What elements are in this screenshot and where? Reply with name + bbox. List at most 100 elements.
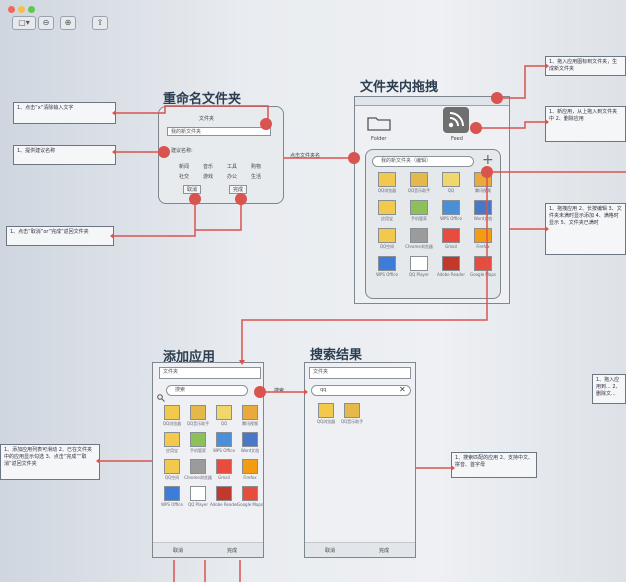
app-label: QQ音乐助手 [407, 188, 431, 193]
search-done-button[interactable]: 完成 [379, 548, 390, 554]
folder-name-input[interactable]: 我的新文件夹 [167, 127, 271, 136]
add-app-tile[interactable]: QQ [213, 405, 235, 427]
folder-app-tile[interactable]: QQ Player [406, 256, 432, 277]
folder-app-tile[interactable]: QQ浏览器 [374, 172, 400, 194]
suggestion-2[interactable]: 音乐 [203, 164, 214, 170]
zoom-window-button[interactable] [28, 6, 35, 13]
add-app-tile[interactable]: QQ浏览器 [161, 405, 183, 427]
suggestion-4[interactable]: 购物 [251, 164, 262, 170]
search-app-tile[interactable]: QQ浏览器 [315, 403, 337, 425]
app-label: QQ音乐助手 [186, 421, 210, 426]
add-app-folder-field[interactable]: 文件夹 [159, 367, 261, 379]
app-label: QQ Player [187, 502, 208, 507]
suggestion-1[interactable]: 新闻 [179, 164, 190, 170]
suggestion-6[interactable]: 游戏 [203, 174, 214, 180]
add-app-cancel-button[interactable]: 取消 [173, 548, 184, 554]
clear-search-icon[interactable]: ✕ [399, 385, 406, 394]
add-app-tile[interactable]: QQ Player [187, 486, 209, 507]
done-button[interactable]: 完成 [229, 185, 247, 194]
add-app-tile[interactable]: Adobe Reader [210, 486, 238, 507]
note-suggest-names: 1、提供建议名称 [13, 145, 116, 165]
folder-app-tile[interactable]: 应用宝 [374, 200, 400, 222]
add-app-tile[interactable]: QQ空间 [161, 459, 183, 481]
app-label: Word文档 [473, 216, 493, 221]
add-app-icon[interactable]: + [482, 152, 494, 168]
app-icon [164, 459, 180, 474]
add-app-tile[interactable]: 腾讯视频 [239, 405, 261, 427]
add-app-tile[interactable]: Word文档 [239, 432, 261, 454]
view-menu-button[interactable]: ▢▾ [12, 16, 36, 30]
search-arrow-label: 搜索 [274, 388, 285, 394]
suggestion-8[interactable]: 生活 [251, 174, 262, 180]
app-label: 腾讯视频 [475, 188, 491, 193]
folder-app-tile[interactable]: Adobe Reader [437, 256, 465, 277]
folder-app-tile[interactable]: QQ [438, 172, 464, 194]
search-footer: 取消 完成 [305, 542, 415, 557]
folder-app-tile[interactable]: Gmail [438, 228, 464, 250]
add-app-tile[interactable]: WPS Office [161, 486, 183, 507]
search-app-tile[interactable]: QQ音乐助手 [341, 403, 363, 425]
app-icon [216, 459, 232, 474]
add-app-tile[interactable]: 应用宝 [161, 432, 183, 454]
note-cancel-done: 1、点击“取消”or“完成”返回文件夹 [6, 226, 114, 246]
folder-label: 文件夹 [199, 116, 215, 122]
folder-app-tile[interactable]: Chrome浏览器 [405, 228, 433, 250]
search-query-input[interactable]: qq [311, 385, 411, 396]
app-icon [378, 200, 396, 215]
search-folder-field[interactable]: 文件夹 [309, 367, 411, 379]
app-icon [190, 432, 206, 447]
cancel-button[interactable]: 取消 [183, 185, 201, 194]
add-app-done-button[interactable]: 完成 [227, 548, 238, 554]
add-app-tile[interactable]: Chrome浏览器 [184, 459, 212, 481]
app-icon [442, 228, 460, 243]
add-app-tile[interactable]: WPS Office [213, 432, 235, 454]
folder-title-field[interactable]: 我的新文件夹（编辑） [372, 156, 474, 167]
note-grid-actions: 1、拖拽应用 2、长按编辑 3、文件夹未满时显示添加 4、满格时显示 5、文件夹… [545, 203, 626, 255]
share-icon[interactable]: ⇪ [92, 16, 108, 30]
rename-hint-label: 点击文件夹名 [290, 153, 321, 159]
app-label: Gmail [445, 244, 457, 249]
app-label: Google Maps [237, 502, 263, 507]
minimize-window-button[interactable] [18, 6, 25, 13]
app-icon [216, 486, 232, 501]
folder-app-tile[interactable]: QQ音乐助手 [406, 172, 432, 194]
app-label: Word文档 [240, 448, 260, 453]
app-icon [410, 228, 428, 243]
app-icon [242, 459, 258, 474]
app-icon [378, 256, 396, 271]
section-title-folder-drag: 文件夹内拖拽 [360, 80, 439, 95]
search-cancel-button[interactable]: 取消 [325, 548, 336, 554]
folder-app-tile[interactable]: WPS Office [374, 256, 400, 277]
app-label: WPS Office [213, 448, 235, 453]
zoom-out-icon[interactable]: ⊖ [38, 16, 54, 30]
suggestion-7[interactable]: 办公 [227, 174, 238, 180]
section-title-rename: 重命名文件夹 [163, 92, 242, 107]
note-new-app: 1、新应用，从上拖入到文件夹中 2、删除应用 [545, 106, 626, 142]
folder-app-tile[interactable]: 手机管家 [406, 200, 432, 222]
app-icon [190, 486, 206, 501]
add-app-tile[interactable]: Gmail [213, 459, 235, 481]
app-label: WPS Office [440, 216, 462, 221]
suggestion-5[interactable]: 社交 [179, 174, 190, 180]
add-app-tile[interactable]: 手机管家 [187, 432, 209, 454]
add-app-search-input[interactable]: 搜索 [166, 385, 248, 396]
zoom-in-icon[interactable]: ⊕ [60, 16, 76, 30]
folder-app-tile[interactable]: QQ空间 [374, 228, 400, 250]
app-icon [410, 200, 428, 215]
folder-app-tile[interactable]: WPS Office [438, 200, 464, 222]
add-app-tile[interactable]: Google Maps [237, 486, 263, 507]
app-icon [242, 486, 258, 501]
app-icon [378, 172, 396, 187]
close-window-button[interactable] [8, 6, 15, 13]
app-icon [216, 405, 232, 420]
app-icon [344, 403, 360, 418]
add-app-tile[interactable]: Firefox [239, 459, 261, 481]
suggestion-3[interactable]: 工具 [227, 164, 238, 170]
add-app-tile[interactable]: QQ音乐助手 [187, 405, 209, 427]
